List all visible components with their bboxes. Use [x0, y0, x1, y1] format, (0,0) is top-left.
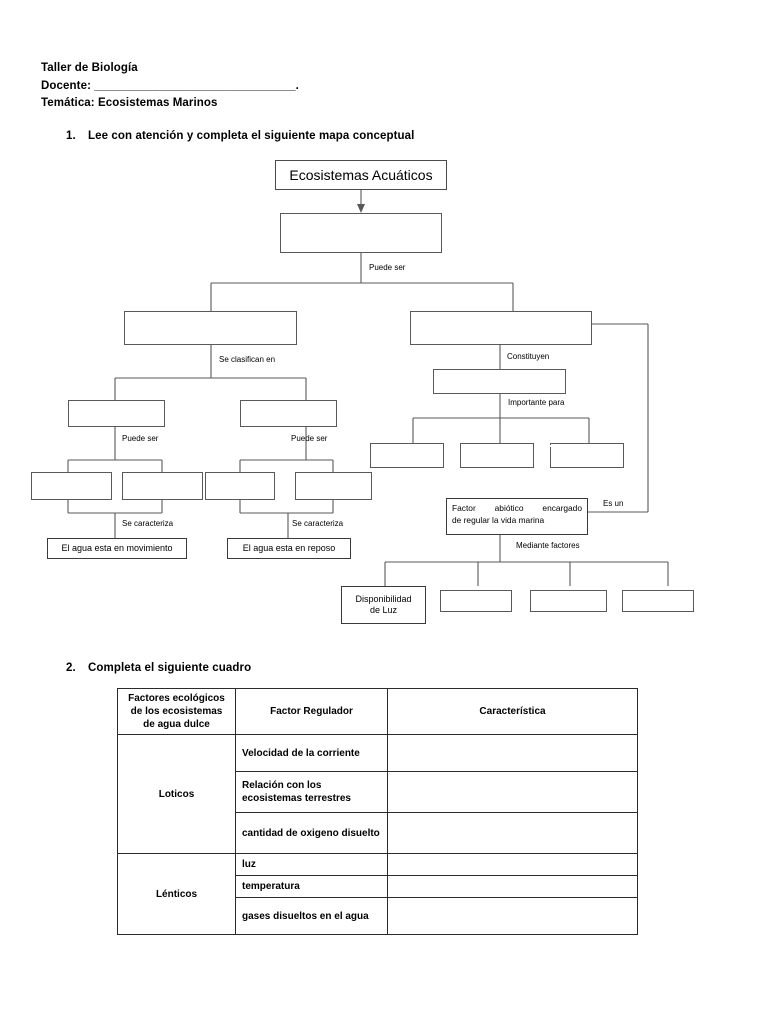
document-header: Taller de Biología Docente: ____________… [41, 60, 541, 113]
factor-abiotico-line-1: Factor abiótico encargado [452, 502, 582, 514]
table-cell-factor: cantidad de oxigeno disuelto [235, 812, 388, 854]
map-node-root: Ecosistemas Acuáticos [275, 160, 447, 190]
table-header-col1-line3: de agua dulce [143, 719, 210, 730]
concept-map: Ecosistemas Acuáticos Puede ser Se clasi… [31, 160, 694, 624]
table-row: Lénticos luz [117, 853, 638, 935]
map-node-left-leaf-1[interactable] [31, 472, 112, 500]
map-node-factor-3[interactable] [530, 590, 607, 612]
table-group-label-loticos: Loticos [117, 734, 236, 854]
header-title: Taller de Biología [41, 62, 138, 74]
edge-label-se-caracteriza-left: Se caracteriza [122, 519, 174, 528]
table-cell-caracteristica[interactable] [387, 875, 638, 898]
map-node-left-result-2: El agua esta en reposo [227, 538, 351, 559]
table-cell-caracteristica[interactable] [387, 897, 638, 935]
map-node-factor-1: Disponibilidad de Luz [341, 586, 426, 624]
instruction-2-text: Completa el siguiente cuadro [88, 662, 252, 674]
edge-label-puede-ser-left: Puede ser [122, 434, 159, 443]
header-topic-line: Temática: Ecosistemas Marinos [41, 97, 218, 109]
table-cell-factor: temperatura [235, 875, 388, 898]
table-cell-factor: luz [235, 853, 388, 876]
map-node-constituyen[interactable] [433, 369, 566, 394]
factor-abiotico-line-2: de regular la vida marina [452, 515, 545, 525]
edge-label-es-un: Es un [603, 499, 624, 508]
map-node-left-leaf-2[interactable] [122, 472, 203, 500]
instruction-item-2: 2. Completa el siguiente cuadro [66, 662, 251, 674]
instruction-2-number: 2. [66, 662, 76, 674]
factor-abiotico-word-1: Factor [452, 503, 476, 513]
table-header-col3: Característica [387, 688, 638, 735]
map-node-right-imp-1[interactable] [370, 443, 444, 468]
map-node-left-branch[interactable] [124, 311, 297, 345]
table-cell-factor: Velocidad de la corriente [235, 734, 388, 772]
map-node-left-leaf-3[interactable] [205, 472, 275, 500]
map-node-left-child-a[interactable] [68, 400, 165, 427]
factor-abiotico-word-2: abiótico [494, 503, 524, 513]
edge-label-mediante-factores: Mediante factores [516, 541, 580, 550]
factor-1-line-2: de Luz [369, 605, 398, 615]
table-group-label-lenticos: Lénticos [117, 853, 236, 935]
table-header-col2: Factor Regulador [235, 688, 388, 735]
table-row: gases disueltos en el agua [118, 897, 638, 935]
concept-map-connectors [67, 190, 669, 586]
edge-label-se-clasifican-en: Se clasifican en [219, 355, 276, 364]
map-node-left-child-b[interactable] [240, 400, 337, 427]
table-row: Loticos Velocidad de la corriente [117, 734, 638, 854]
edge-label-puede-ser-top: Puede ser [369, 263, 406, 272]
edge-label-se-caracteriza-right: Se caracteriza [292, 519, 344, 528]
table-cell-caracteristica[interactable] [387, 812, 638, 854]
map-node-level2[interactable] [280, 213, 442, 253]
instruction-1-text: Lee con atención y completa el siguiente… [88, 130, 415, 142]
map-node-left-result-1: El agua esta en movimiento [47, 538, 187, 559]
table-row: Relación con los ecosistemas terrestres [118, 771, 638, 813]
map-node-right-side-box [548, 445, 554, 447]
instruction-1-number: 1. [66, 130, 76, 142]
table-cell-caracteristica[interactable] [387, 853, 638, 876]
map-node-right-imp-2[interactable] [460, 443, 534, 468]
map-node-factor-4[interactable] [622, 590, 694, 612]
table-header-row: Factores ecológicos de los ecosistemas d… [117, 688, 638, 735]
table-cell-factor: Relación con los ecosistemas terrestres [235, 771, 388, 813]
map-node-factor-2[interactable] [440, 590, 512, 612]
edge-label-puede-ser-right: Puede ser [291, 434, 328, 443]
instruction-item-1: 1. Lee con atención y completa el siguien… [66, 130, 414, 142]
map-node-right-imp-3[interactable] [550, 443, 624, 468]
factor-abiotico-word-3: encargado [542, 503, 582, 513]
table-cell-factor: gases disueltos en el agua [235, 897, 388, 935]
edge-label-constituyen: Constituyen [507, 352, 550, 361]
map-node-right-branch[interactable] [410, 311, 592, 345]
table-header-col1: Factores ecológicos de los ecosistemas d… [117, 688, 236, 735]
ecology-factors-table: Factores ecológicos de los ecosistemas d… [117, 688, 638, 935]
factor-1-line-1: Disponibilidad [355, 594, 412, 604]
table-header-col1-line2: de los ecosistemas [130, 706, 223, 717]
table-cell-caracteristica[interactable] [387, 771, 638, 813]
map-node-left-leaf-4[interactable] [295, 472, 372, 500]
edge-label-importante-para: Importante para [508, 398, 565, 407]
table-cell-caracteristica[interactable] [387, 734, 638, 772]
map-node-factor-abiotico: Factor abiótico encargado de regular la … [446, 498, 588, 535]
header-teacher-line: Docente: _______________________________… [41, 79, 299, 92]
table-header-col1-line1: Factores ecológicos [128, 693, 225, 704]
